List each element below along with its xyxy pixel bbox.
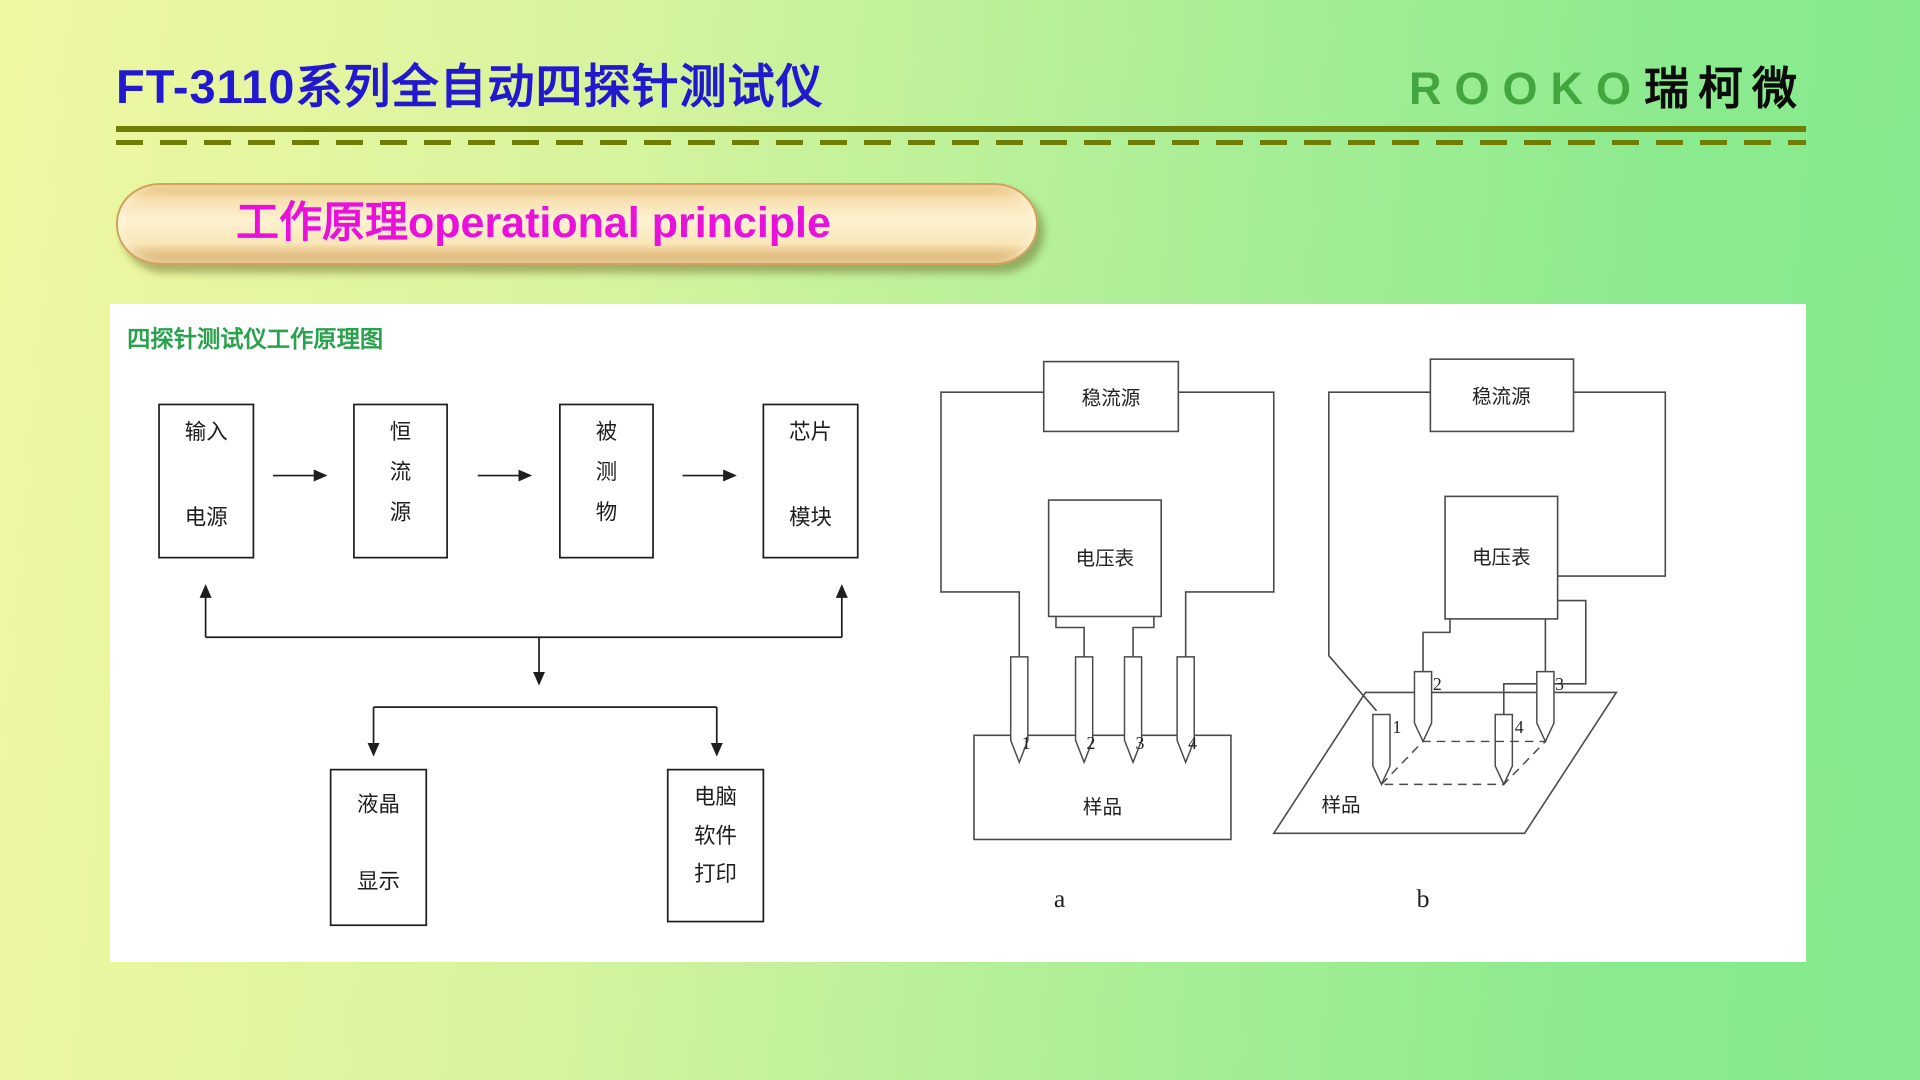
- divider-dashed: [116, 140, 1806, 145]
- circuit-a-current-source-box: [1042, 360, 1180, 433]
- section-banner-label: 工作原理operational principle: [236, 199, 831, 247]
- circuit-a-sample-label: 样品: [1083, 797, 1122, 819]
- flow-label: 软件: [694, 824, 737, 848]
- probe-icon: [1413, 670, 1433, 744]
- circuit-a-wires: [940, 391, 1275, 657]
- probe-number: 1: [1022, 733, 1031, 753]
- flow-box-device-under-test: [559, 403, 654, 559]
- flow-label: 恒: [390, 420, 411, 444]
- probe-number: 4: [1515, 717, 1524, 737]
- circuit-diagrams: 稳流源 电压表 样品 1 2 3 4 a: [940, 358, 1667, 913]
- circuit-a-probes: [1009, 656, 1195, 765]
- flow-box-lcd-display: [329, 768, 428, 927]
- circuit-b-current-source-label: 稳流源: [1472, 386, 1531, 408]
- probe-number: 4: [1188, 733, 1197, 753]
- circuit-b-voltmeter-box: [1444, 495, 1559, 620]
- flow-box-chip-module: [762, 403, 859, 559]
- flow-label: 测: [596, 460, 617, 484]
- probe-icon: [1176, 656, 1195, 765]
- probe-number: 2: [1433, 674, 1442, 694]
- circuit-a-voltmeter-label: 电压表: [1076, 548, 1135, 570]
- brand-logo: ROOKO瑞柯微: [1409, 52, 1806, 117]
- flow-label: 物: [596, 501, 617, 525]
- probe-number: 1: [1392, 717, 1401, 737]
- probe-icon: [1123, 656, 1143, 765]
- flowchart-arrows: [199, 469, 848, 757]
- flow-label: 电源: [185, 506, 228, 530]
- flow-label: 源: [390, 501, 411, 525]
- section-banner: 工作原理operational principle: [116, 183, 1038, 265]
- flow-label: 模块: [789, 506, 832, 530]
- divider-solid: [116, 126, 1806, 132]
- circuit-b-sample-box: [1272, 691, 1618, 835]
- flow-label: 流: [390, 460, 411, 484]
- probe-number: 3: [1136, 733, 1145, 753]
- circuit-b-probes: [1372, 670, 1555, 787]
- flow-label: 芯片: [789, 420, 832, 444]
- flow-label: 输入: [185, 420, 228, 444]
- probe-icon: [1372, 713, 1391, 787]
- brand-logo-rooko: ROOKO: [1408, 63, 1644, 114]
- probe-icon: [1074, 656, 1094, 765]
- circuit-b-instruments: [1429, 358, 1575, 620]
- flowchart-title: 四探针测试仪工作原理图: [127, 327, 383, 353]
- flow-label: 电脑: [694, 785, 737, 809]
- flow-label: 被: [596, 420, 617, 444]
- circuit-a-labels: 稳流源 电压表 样品: [1076, 387, 1141, 818]
- circuit-b-current-source-box: [1429, 358, 1575, 433]
- page-title: FT-3110系列全自动四探针测试仪: [116, 60, 824, 113]
- flowchart-box-labels: 输入 电源 恒 流 源 被 测 物 芯片 模块 液晶 显示 电脑 软件 打印: [185, 420, 832, 894]
- content-panel: 四探针测试仪工作原理图: [110, 304, 1806, 962]
- flowchart-diagram: 四探针测试仪工作原理图: [127, 327, 859, 927]
- circuit-a-current-source-label: 稳流源: [1082, 387, 1141, 409]
- flow-box-input-power: [158, 403, 255, 559]
- flowchart-boxes: [158, 403, 859, 927]
- flow-box-pc-software-print: [666, 768, 765, 923]
- circuit-a-voltmeter-box: [1047, 499, 1162, 618]
- probe-icon: [1536, 670, 1555, 744]
- probe-number: 2: [1087, 733, 1096, 753]
- probe-number: 3: [1555, 674, 1564, 694]
- brand-logo-cn: 瑞柯微: [1643, 63, 1806, 114]
- flow-label: 打印: [694, 862, 737, 886]
- probe-icon: [1494, 713, 1514, 787]
- circuit-a-caption: a: [1054, 884, 1066, 913]
- circuit-a-probe-numbers: 1 2 3 4: [1022, 733, 1197, 753]
- circuit-b-labels: 稳流源 电压表 样品: [1321, 386, 1530, 816]
- circuit-b-caption: b: [1417, 884, 1430, 913]
- circuit-b-voltmeter-label: 电压表: [1472, 547, 1531, 569]
- probe-icon: [1009, 656, 1029, 765]
- circuit-b-sample-label: 样品: [1321, 794, 1360, 816]
- circuit-b-probe-numbers: 1 2 3 4: [1392, 674, 1564, 737]
- circuit-b-probe-square-dashed: [1379, 740, 1548, 786]
- flow-box-constant-current-source: [353, 403, 448, 559]
- flow-label: 液晶: [357, 792, 400, 816]
- flow-label: 显示: [357, 869, 400, 893]
- circuit-a-instruments: [1042, 360, 1180, 618]
